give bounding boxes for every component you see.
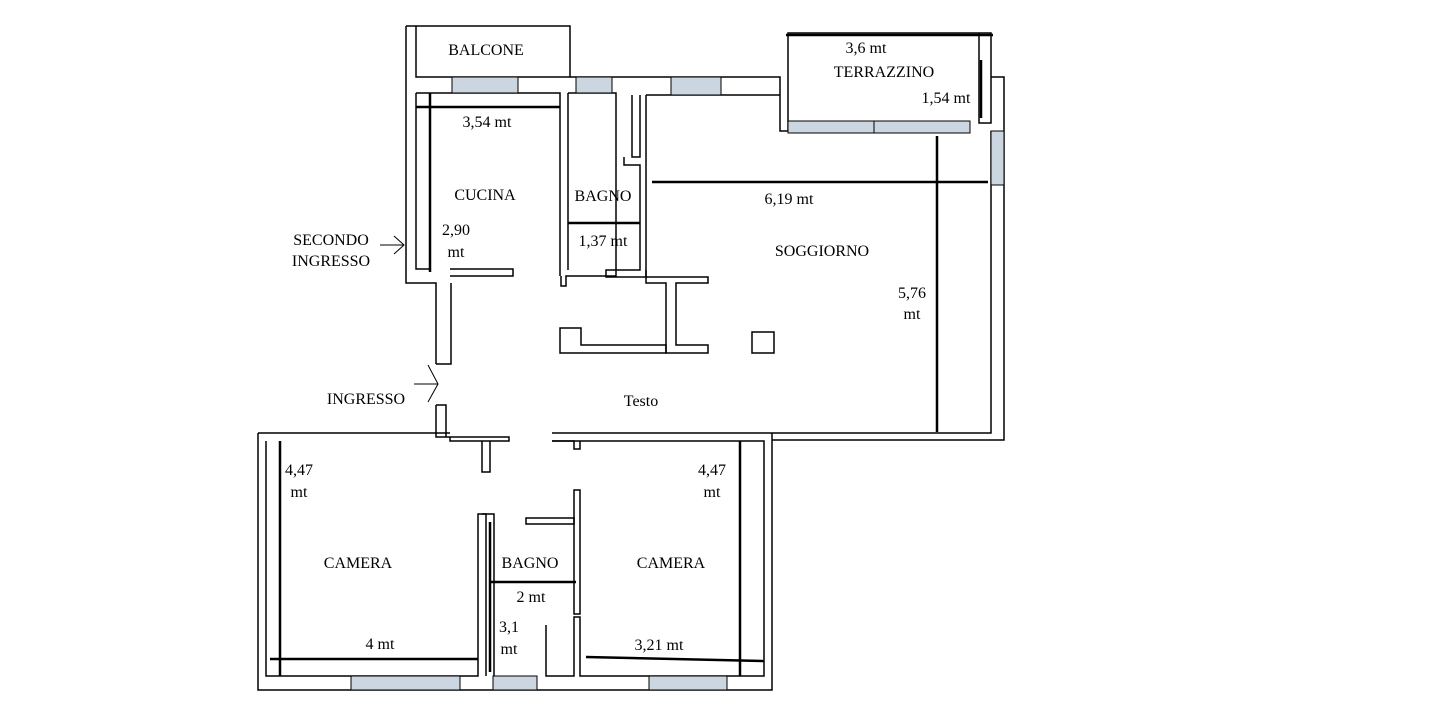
dim-label-bagno-top-width: 1,37 mt — [579, 233, 628, 250]
room-label-cucina: CUCINA — [454, 187, 516, 204]
dim-label-bagno-bottom-height-1: 3,1 — [499, 619, 519, 636]
room-label-terrazzino: TERRAZZINO — [834, 64, 934, 81]
interior-walls — [450, 92, 775, 676]
dim-label-terrazzino-width: 3,6 mt — [846, 40, 887, 57]
window — [873, 120, 971, 134]
dim-label-bagno-bottom-width: 2 mt — [517, 589, 546, 606]
dim-label-camera-right-height-1: 4,47 — [698, 462, 726, 479]
dim-label-cucina-height-2: mt — [448, 244, 465, 261]
ingresso-arrow — [414, 364, 439, 403]
dim-label-camera-right-width: 3,21 mt — [635, 637, 684, 654]
window — [492, 675, 538, 691]
windows — [350, 76, 1005, 691]
window — [670, 76, 722, 96]
entrance-label-secondo-line1: SECONDO — [293, 232, 369, 249]
dim-label-terrazzino-depth: 1,54 mt — [922, 90, 971, 107]
dim-label-soggiorno-width: 6,19 mt — [765, 191, 814, 208]
dim-label-camera-left-width: 4 mt — [366, 636, 395, 653]
window — [787, 120, 875, 134]
dim-label-soggiorno-height-2: mt — [904, 306, 921, 323]
window — [350, 675, 461, 691]
window — [451, 76, 519, 94]
dim-label-cucina-height-1: 2,90 — [442, 222, 470, 239]
dimension-lines — [270, 33, 993, 676]
window — [990, 130, 1005, 186]
dim-label-camera-left-height-2: mt — [291, 484, 308, 501]
entrance-arrows — [380, 235, 439, 403]
dim-label-soggiorno-height-1: 5,76 — [898, 285, 926, 302]
window — [648, 675, 728, 691]
secondo-ingresso-arrow — [380, 235, 405, 255]
dim-label-camera-left-height-1: 4,47 — [285, 462, 313, 479]
room-label-balcone: BALCONE — [448, 42, 524, 59]
entrance-label-ingresso: INGRESSO — [327, 391, 405, 408]
dim-label-bagno-bottom-height-2: mt — [501, 641, 518, 658]
dim-label-camera-right-height-2: mt — [704, 484, 721, 501]
room-label-bagno-bottom: BAGNO — [502, 555, 559, 572]
center-text: Testo — [624, 393, 658, 410]
dim-label-cucina-width: 3,54 mt — [463, 114, 512, 131]
window — [575, 76, 613, 94]
room-label-bagno-top: BAGNO — [575, 188, 632, 205]
room-label-camera-right: CAMERA — [637, 555, 706, 572]
room-label-soggiorno: SOGGIORNO — [775, 243, 869, 260]
entrance-label-secondo-line2: INGRESSO — [292, 253, 370, 270]
room-label-camera-left: CAMERA — [324, 555, 393, 572]
